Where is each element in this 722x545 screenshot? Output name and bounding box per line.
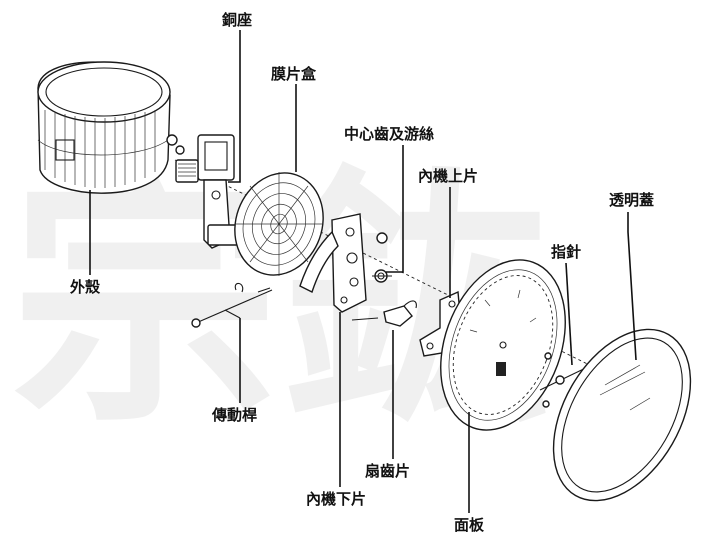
leader-line-toumingai — [627, 212, 637, 361]
transparent-cover-part — [552, 328, 692, 502]
transmission-rod-part — [191, 282, 273, 328]
label-sector-gear: 扇齒片 — [365, 462, 410, 480]
leader-line-zhongxin — [386, 145, 404, 273]
label-transparent-cover: 透明蓋 — [609, 191, 654, 209]
leader-line-zhizhen — [565, 262, 573, 366]
lower-movement-plate-part — [299, 213, 367, 313]
dial-face-part — [440, 259, 566, 431]
label-lower-movement-plate: 內機下片 — [306, 490, 366, 508]
label-brass-socket: 銅座 — [222, 11, 252, 29]
label-outer-casing: 外殼 — [69, 278, 101, 296]
leader-line-tongzuo — [228, 30, 241, 183]
label-center-gear-hairspring: 中心齒及游絲 — [344, 125, 434, 143]
label-dial-face: 面板 — [454, 516, 485, 534]
sector-gear-part — [351, 300, 417, 327]
brass-socket-part — [166, 134, 239, 249]
label-diaphragm-capsule: 膜片盒 — [271, 65, 317, 83]
center-gear-hairspring-part — [372, 232, 392, 283]
outer-casing-part — [37, 61, 171, 194]
label-upper-movement-plate: 內機上片 — [418, 167, 478, 185]
diaphragm-capsule-part — [234, 172, 324, 276]
label-transmission-rod: 傳動桿 — [211, 406, 257, 424]
label-pointer: 指針 — [551, 243, 581, 261]
